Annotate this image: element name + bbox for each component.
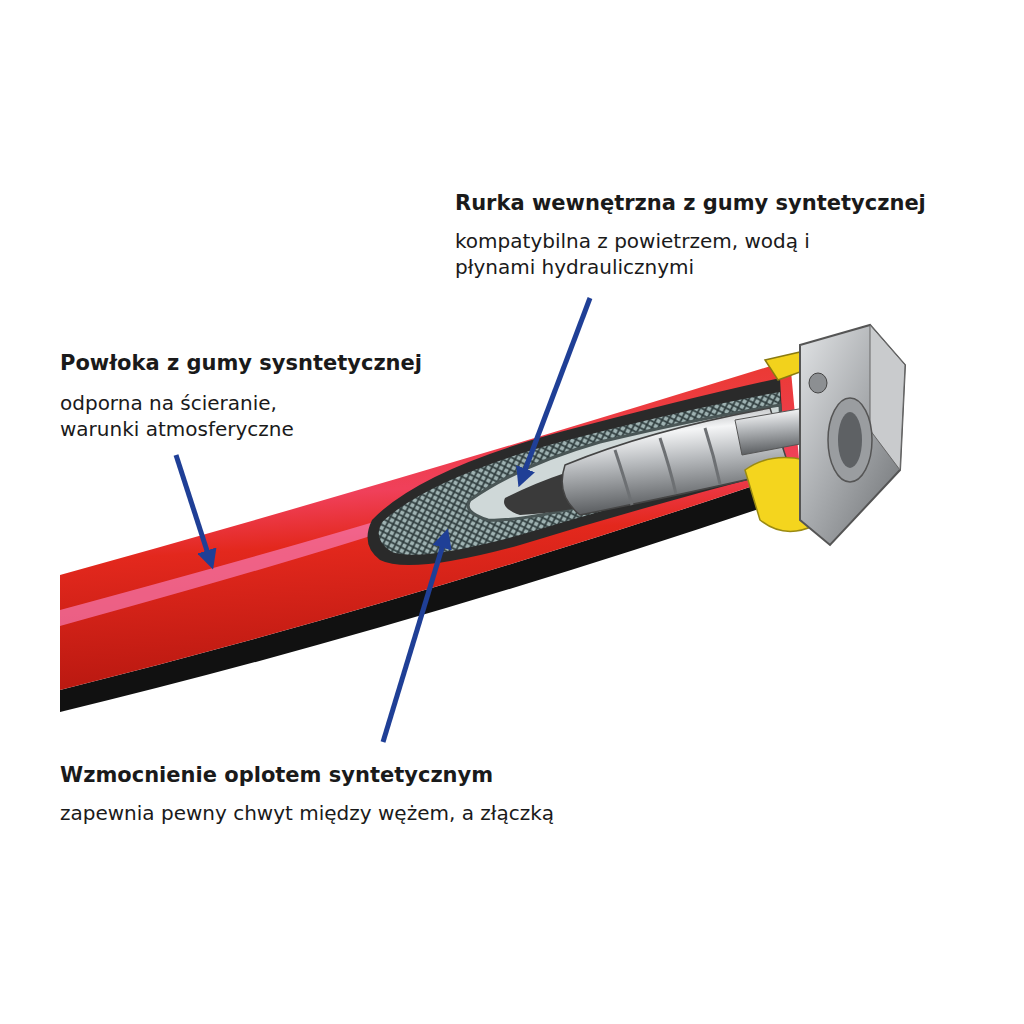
callout-heading: Rurka wewnętrzna z gumy syntetycznej xyxy=(455,190,926,217)
leader-arrow xyxy=(522,298,590,478)
leader-arrow xyxy=(176,455,210,560)
outer-cover xyxy=(60,360,800,690)
fitting-ridge xyxy=(660,438,676,494)
nut-thread xyxy=(828,398,872,482)
callout-description: odporna na ścieranie, warunki atmosferyc… xyxy=(60,390,350,442)
callout-description: zapewnia pewny chwyt między wężem, a złą… xyxy=(60,800,554,826)
yellow-ring xyxy=(765,352,800,380)
hex-nut xyxy=(800,325,905,545)
callout-heading: Powłoka z gumy sysntetycznej xyxy=(60,350,422,377)
callout-description: kompatybilna z powietrzem, wodą i płynam… xyxy=(455,228,815,280)
nut-detail xyxy=(809,373,827,393)
nut-bore xyxy=(838,412,862,468)
cover-highlight xyxy=(60,508,420,626)
callout-heading: Wzmocnienie oplotem syntetycznym xyxy=(60,762,493,789)
nut-face xyxy=(870,325,905,470)
fitting-ridge xyxy=(705,428,720,484)
fitting-ridge xyxy=(615,450,632,505)
leader-arrow xyxy=(383,538,445,742)
